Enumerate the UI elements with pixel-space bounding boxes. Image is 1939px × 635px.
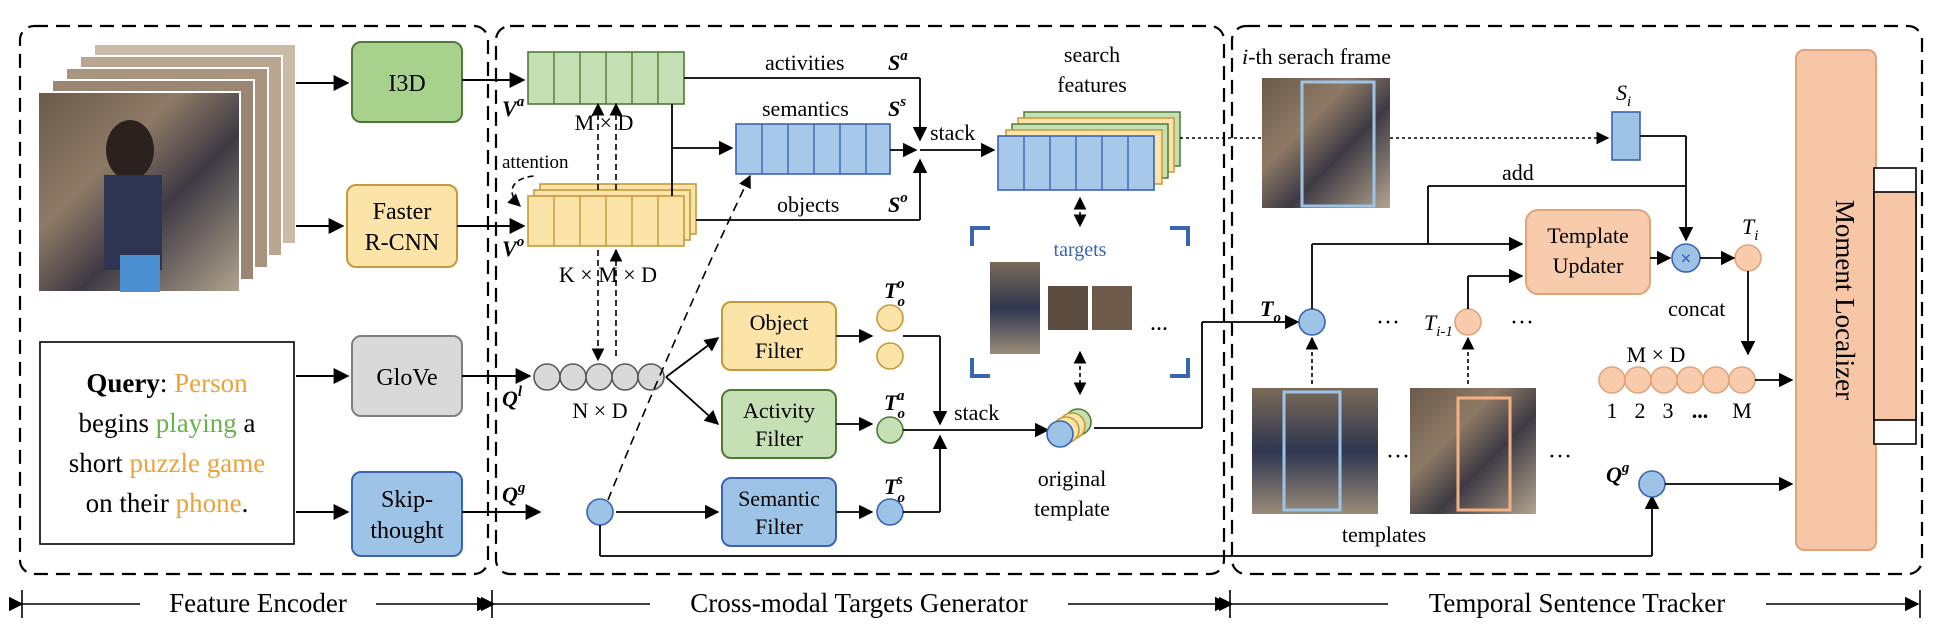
search-frame-image <box>1262 78 1390 208</box>
qg-node <box>586 498 614 526</box>
moment-feature-circles <box>1598 366 1756 394</box>
semantic-bar <box>735 123 891 175</box>
idx-m: M <box>1732 398 1752 423</box>
targets-ellipsis: ... <box>1150 310 1168 336</box>
to-symbol: To <box>1260 296 1281 326</box>
va-symbol: Va <box>502 94 525 121</box>
original-template-stack <box>1046 408 1092 448</box>
template-frame-1 <box>1252 388 1378 514</box>
to-object-symbol: Too <box>884 276 905 310</box>
targets-bracket <box>970 226 1190 378</box>
ti-symbol: Ti <box>1742 214 1758 244</box>
sentence-tracker-region <box>1230 24 1924 576</box>
idx-dots: ... <box>1692 398 1709 423</box>
query-line-1: Query: Person <box>86 368 248 398</box>
activity-filter-label-1: Activity <box>743 398 815 423</box>
sa-symbol: Sa <box>888 48 908 75</box>
faster-rcnn-label-1: Faster <box>373 199 432 225</box>
stack-label-2: stack <box>954 400 999 425</box>
skip-thought-label-2: thought <box>370 518 444 544</box>
template-updater-box <box>1525 209 1651 295</box>
idx-1: 1 <box>1607 398 1618 423</box>
sentence-tracker-label: Temporal Sentence Tracker <box>1429 588 1726 618</box>
so-symbol: So <box>888 190 908 217</box>
query-box <box>39 341 295 545</box>
tracker-dots-4: ··· <box>1548 444 1572 470</box>
tracker-qg-symbol: Qg <box>1606 460 1630 487</box>
i3d-label: I3D <box>388 71 425 97</box>
original-template-label-2: template <box>1034 496 1110 521</box>
video-frames <box>37 43 297 293</box>
semantic-filter-label-2: Filter <box>755 514 803 539</box>
tracker-dots-3: ··· <box>1386 444 1410 470</box>
to-object-node-1 <box>876 304 904 332</box>
tracker-dots-2: ··· <box>1510 310 1534 336</box>
template-updater-label-1: Template <box>1547 223 1629 248</box>
targets-label: targets <box>1054 239 1107 261</box>
activities-label: activities <box>765 50 844 75</box>
feature-encoder-region <box>18 24 490 576</box>
target-crops <box>990 262 1132 354</box>
moment-localizer-label: Moment Localizer <box>1830 200 1860 400</box>
tracker-qg-node <box>1638 470 1666 498</box>
multiply-icon: × <box>1680 248 1691 270</box>
qg-symbol: Qg <box>502 480 526 507</box>
word-embedding-circles <box>533 363 665 391</box>
vo-symbol: Vo <box>502 234 524 261</box>
ss-symbol: Ss <box>888 94 906 121</box>
templates-label: templates <box>1342 522 1426 547</box>
object-filter-label-1: Object <box>750 310 809 335</box>
to-activity-symbol: Toa <box>884 388 905 422</box>
targets-generator-region <box>494 24 1226 576</box>
object-filter-label-2: Filter <box>755 338 803 363</box>
idx-2: 2 <box>1635 398 1646 423</box>
concat-label: concat <box>1668 296 1725 321</box>
va-dims: M × D <box>575 110 634 135</box>
va-feature-bar <box>527 51 685 105</box>
to-semantic-symbol: Tos <box>884 472 905 506</box>
query-label: Query <box>86 368 160 398</box>
search-features-stack <box>997 111 1181 191</box>
tracker-mxd-label: M × D <box>1627 342 1686 367</box>
ql-symbol: Ql <box>502 384 523 411</box>
ti-node <box>1734 244 1762 272</box>
semantics-label: semantics <box>762 96 849 121</box>
objects-label: objects <box>777 192 839 217</box>
skip-thought-label-1: Skip- <box>381 487 433 513</box>
semantic-filter-label-1: Semantic <box>738 486 820 511</box>
ti1-symbol: Ti-1 <box>1424 310 1453 340</box>
query-line-4: on their phone. <box>86 488 249 518</box>
ti1-node <box>1454 308 1482 336</box>
original-template-label-1: original <box>1038 466 1106 491</box>
faster-rcnn-label-2: R-CNN <box>365 230 440 256</box>
add-label: add <box>1502 160 1534 185</box>
stack-label-1: stack <box>930 120 975 145</box>
attention-label: attention <box>502 152 569 173</box>
vo-dims: K × M × D <box>559 262 657 287</box>
activity-filter-label-2: Filter <box>755 426 803 451</box>
template-frame-2 <box>1410 388 1536 514</box>
search-features-label-1: search <box>1064 42 1120 67</box>
template-updater-label-2: Updater <box>1553 253 1625 278</box>
si-symbol: Si <box>1616 80 1631 110</box>
targets-generator-label: Cross-modal Targets Generator <box>690 588 1028 618</box>
skip-thought-box <box>351 471 463 557</box>
glove-label: GloVe <box>376 365 437 391</box>
idx-3: 3 <box>1663 398 1674 423</box>
vo-feature-stack <box>527 183 697 247</box>
search-features-label-2: features <box>1057 72 1127 97</box>
si-feature <box>1611 111 1641 161</box>
to-object-node-2 <box>876 342 904 370</box>
tracker-dots-1: ··· <box>1376 310 1400 336</box>
feature-encoder-label: Feature Encoder <box>169 588 347 618</box>
i3d-box <box>351 41 463 123</box>
section-label-bar: Feature Encoder Cross-modal Targets Gene… <box>9 588 1921 620</box>
to-node <box>1298 308 1326 336</box>
query-line-2: begins playing a <box>79 408 256 438</box>
output-bar <box>1873 167 1917 445</box>
query-line-3: short puzzle game <box>69 448 265 478</box>
search-frame-label: i-th serach frame <box>1242 44 1391 69</box>
nxd-label: N × D <box>572 398 627 423</box>
